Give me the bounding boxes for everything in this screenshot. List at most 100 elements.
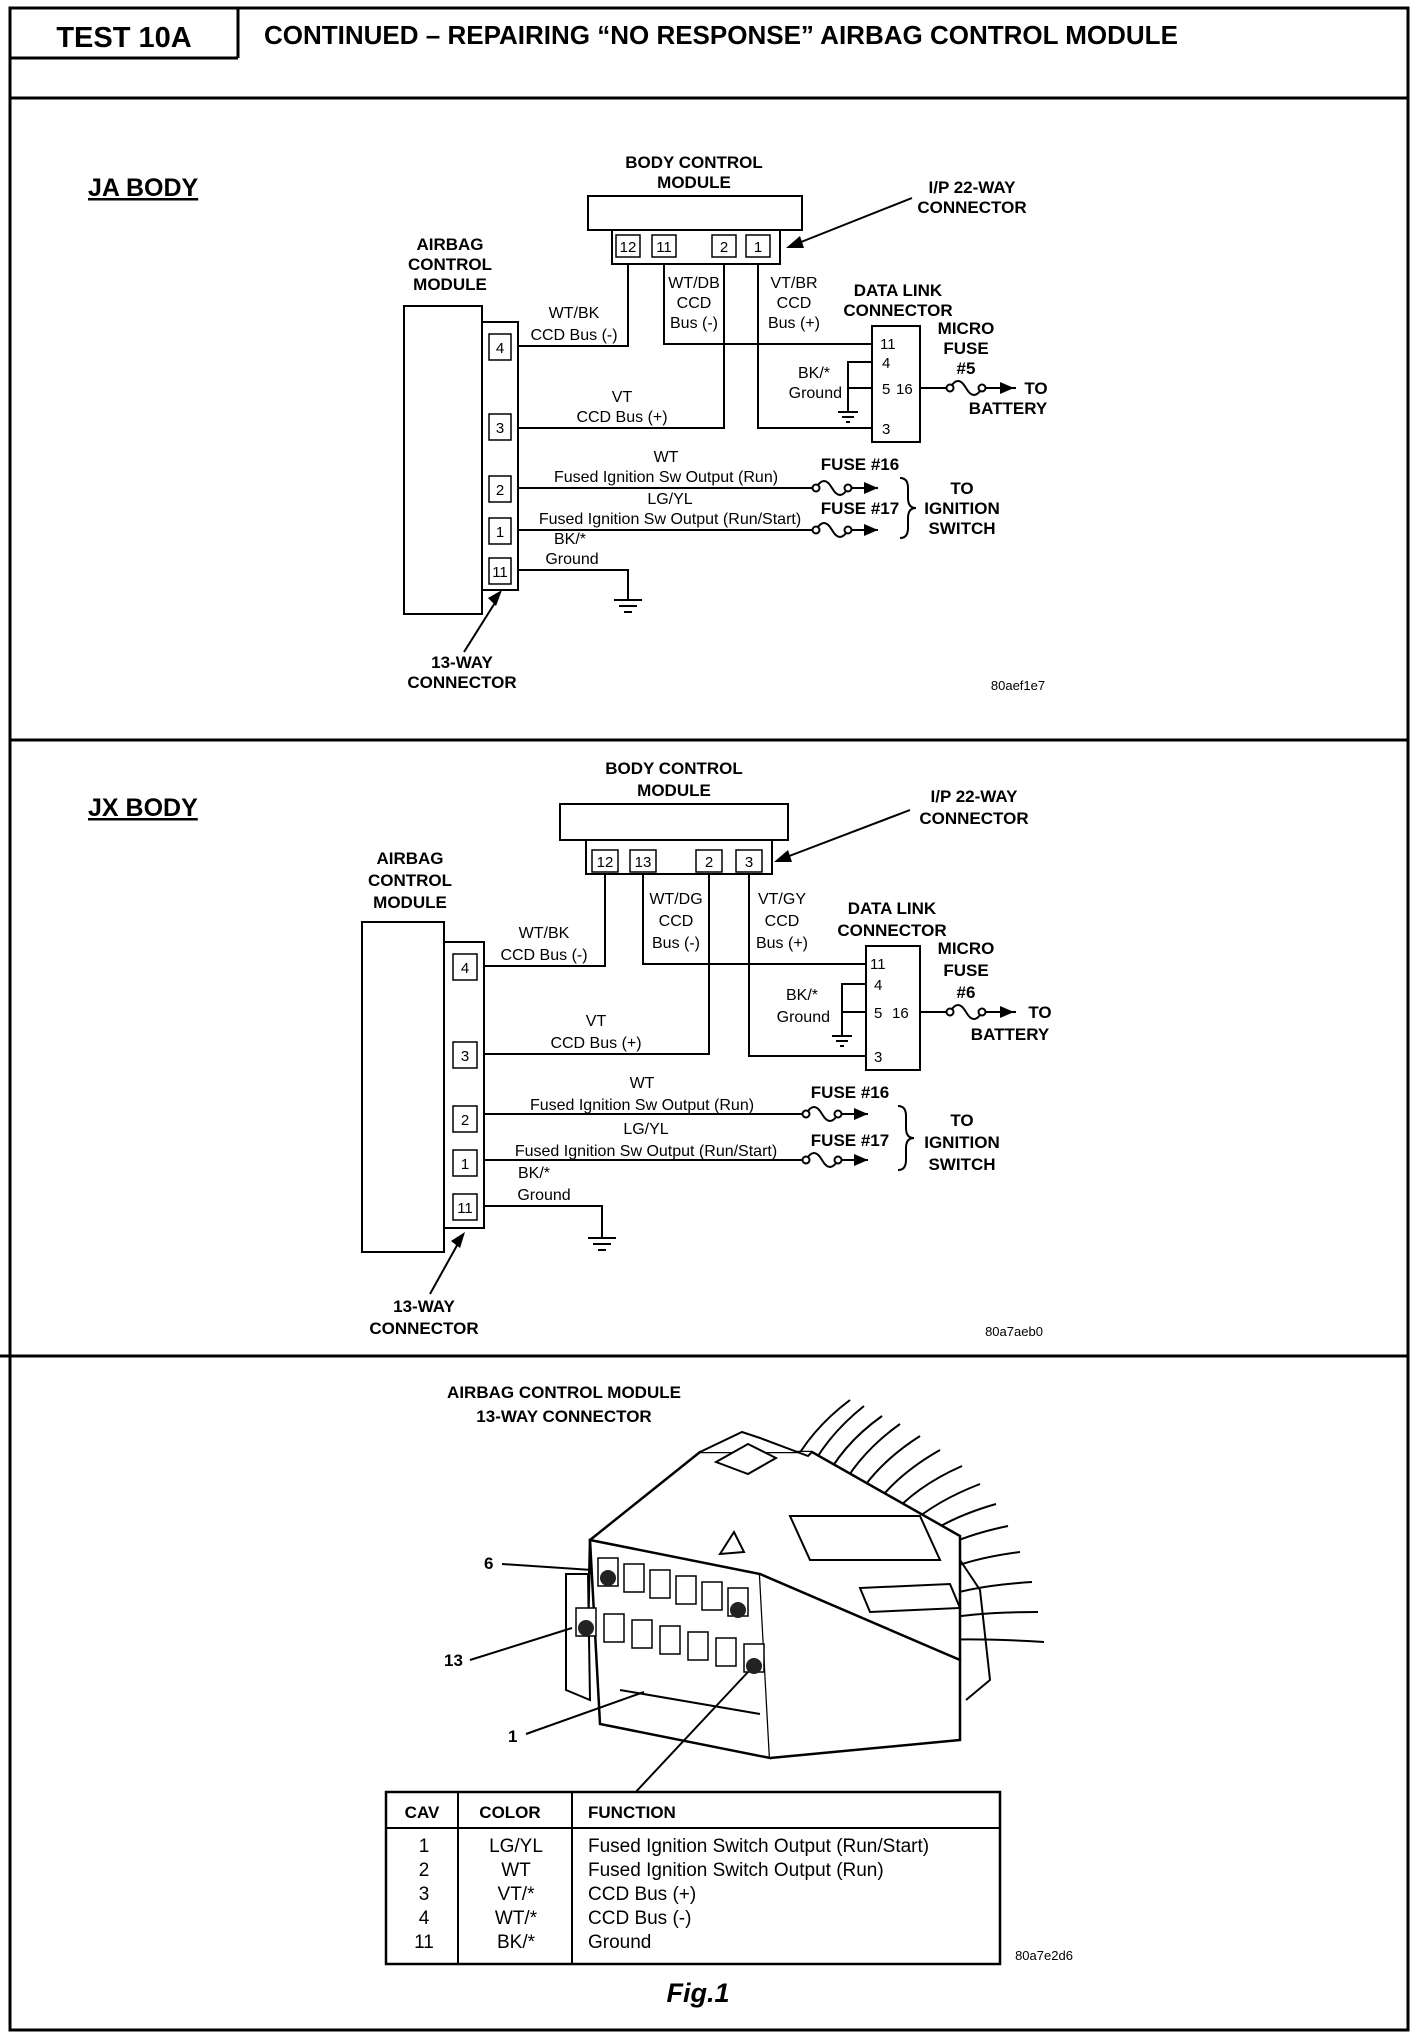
jx-acm-label-line3: MODULE — [373, 893, 447, 912]
jx-vtgy-color: VT/GY — [758, 891, 806, 908]
ja-fuse16-label: FUSE #16 — [821, 455, 899, 474]
table-cell-function: Fused Ignition Switch Output (Run) — [588, 1860, 884, 1881]
ja-bcm-pin-11: 11 — [656, 239, 672, 256]
ja-acm-pin-1: 1 — [496, 524, 504, 541]
jx-ign-line1: TO — [950, 1111, 973, 1130]
jx-dlc-pin-4: 4 — [874, 977, 882, 994]
ja-dlc-ground: Ground — [789, 385, 842, 402]
ja-vtbr-ccd: CCD — [777, 295, 812, 312]
jx-vtgy-ccd: CCD — [765, 913, 800, 930]
jx-wtbk-function: CCD Bus (-) — [500, 947, 587, 964]
ja-bcm-pin-1: 1 — [754, 239, 762, 256]
ja-dlc-pin-4: 4 — [882, 355, 890, 372]
table-cell-color: VT/* — [498, 1884, 536, 1905]
jx-dlc-ground: Ground — [777, 1009, 830, 1026]
ja-fuse17-label: FUSE #17 — [821, 499, 899, 518]
ja-ign-line1: TO — [950, 479, 973, 498]
ja-acm-label-line2: CONTROL — [408, 255, 492, 274]
table-row: 1 LG/YL Fused Ignition Switch Output (Ru… — [419, 1836, 929, 1857]
ja-ign-line2: IGNITION — [924, 499, 1000, 518]
jx-acm-pin-11: 11 — [457, 1200, 473, 1217]
ja-data-link-connector — [871, 325, 921, 443]
ja-wire-wtdb — [663, 264, 872, 345]
connector-latch — [699, 1430, 813, 1458]
jx-ip-22way-connector — [585, 839, 773, 875]
table-cell-function: Fused Ignition Switch Output (Run/Start) — [588, 1836, 929, 1857]
jx-fuse16-label: FUSE #16 — [811, 1083, 889, 1102]
jx-ground-symbol — [588, 1237, 616, 1251]
callout-1: 1 — [508, 1727, 517, 1746]
jx-acm-pin-4: 4 — [461, 960, 469, 977]
jx-wire-vtgy — [748, 874, 866, 1057]
table-cell-cav: 11 — [414, 1932, 434, 1953]
ja-micro-fuse-line3: #5 — [957, 359, 976, 378]
ja-wtbk-function: CCD Bus (-) — [530, 327, 617, 344]
ja-dlc-label-line1: DATA LINK — [854, 281, 943, 300]
jx-data-link-connector — [865, 945, 921, 1071]
ja-vt-function: CCD Bus (+) — [576, 409, 667, 426]
jx-conn13-line2: CONNECTOR — [369, 1319, 478, 1338]
ja-lgyl-function: Fused Ignition Sw Output (Run/Start) — [539, 511, 801, 528]
jx-ign-line3: SWITCH — [928, 1155, 995, 1174]
jx-wire-bk-ground — [484, 1205, 603, 1238]
jx-vtgy-bus: Bus (+) — [756, 935, 808, 952]
jx-body-control-module — [559, 803, 789, 841]
ja-acm-pin-2: 2 — [496, 482, 504, 499]
jx-bcm-label-line2: MODULE — [637, 781, 711, 800]
table-row: 11 BK/* Ground — [414, 1932, 651, 1953]
jx-acm-pin-1: 1 — [461, 1156, 469, 1173]
jx-micro-fuse-line3: #6 — [957, 983, 976, 1002]
table-cell-color: WT — [501, 1860, 531, 1881]
jx-bcm-pin-2: 2 — [705, 854, 713, 871]
ja-dlc-pin-3: 3 — [882, 421, 890, 438]
ja-bk-function: Ground — [545, 551, 598, 568]
jx-bcm-pin-3: 3 — [745, 854, 753, 871]
jx-wtdg-bus: Bus (-) — [652, 935, 700, 952]
jx-figure-code: 80a7aeb0 — [985, 1324, 1043, 1339]
jx-body-schematic: JX BODY BODY CONTROL MODULE 12 13 2 3 I/… — [88, 759, 1052, 1339]
page-title: CONTINUED – REPAIRING “NO RESPONSE” AIRB… — [264, 20, 1178, 50]
ja-vtbr-color: VT/BR — [770, 275, 817, 292]
jx-fuse17-label: FUSE #17 — [811, 1131, 889, 1150]
ja-wt-color: WT — [654, 449, 679, 466]
jx-bk-color: BK/* — [518, 1165, 550, 1182]
ja-bcm-pin-12: 12 — [620, 239, 637, 256]
ja-ign-line3: SWITCH — [928, 519, 995, 538]
jx-dlc-ground-strap — [841, 983, 866, 1036]
ja-micro-fuse-line2: FUSE — [943, 339, 988, 358]
table-row: 2 WT Fused Ignition Switch Output (Run) — [419, 1860, 884, 1881]
jx-to-battery-line1: TO — [1028, 1003, 1051, 1022]
jx-airbag-control-module — [361, 921, 445, 1253]
ja-wire-vtbr — [757, 264, 872, 429]
jx-lgyl-color: LG/YL — [623, 1121, 668, 1138]
table-row: 3 VT/* CCD Bus (+) — [419, 1884, 697, 1905]
jx-micro-fuse-line2: FUSE — [943, 961, 988, 980]
table-cell-function: CCD Bus (+) — [588, 1884, 696, 1905]
ja-acm-pin-3: 3 — [496, 420, 504, 437]
jx-ip-leader-arrow — [783, 809, 911, 859]
table-header-cav: CAV — [405, 1803, 440, 1822]
table-cell-cav: 2 — [419, 1860, 430, 1881]
ja-figure-code: 80aef1e7 — [991, 678, 1045, 693]
table-cell-cav: 1 — [419, 1836, 430, 1857]
jx-bcm-pin-12: 12 — [597, 854, 614, 871]
ja-bcm-pin-2: 2 — [720, 239, 728, 256]
table-cell-function: CCD Bus (-) — [588, 1908, 691, 1929]
ja-bk-color: BK/* — [554, 531, 586, 548]
ja-acm-label-line1: AIRBAG — [416, 235, 483, 254]
jx-micro-fuse-line1: MICRO — [938, 939, 995, 958]
table-cell-color: LG/YL — [489, 1836, 543, 1857]
ja-vtbr-bus: Bus (+) — [768, 315, 820, 332]
jx-wire-vt — [484, 874, 710, 1055]
jx-acm-pin-2: 2 — [461, 1112, 469, 1129]
connector-title-line2: 13-WAY CONNECTOR — [476, 1407, 651, 1426]
jx-body-title: JX BODY — [88, 794, 198, 822]
connector-figure-code: 80a7e2d6 — [1015, 1948, 1073, 1963]
ja-to-battery-line1: TO — [1024, 379, 1047, 398]
jx-acm-label-line1: AIRBAG — [376, 849, 443, 868]
jx-lgyl-function: Fused Ignition Sw Output (Run/Start) — [515, 1143, 777, 1160]
jx-wtdg-ccd: CCD — [659, 913, 694, 930]
ja-wtdb-color: WT/DB — [668, 275, 720, 292]
ja-wire-vt — [518, 264, 725, 429]
jx-dlc-pin-3: 3 — [874, 1049, 882, 1066]
